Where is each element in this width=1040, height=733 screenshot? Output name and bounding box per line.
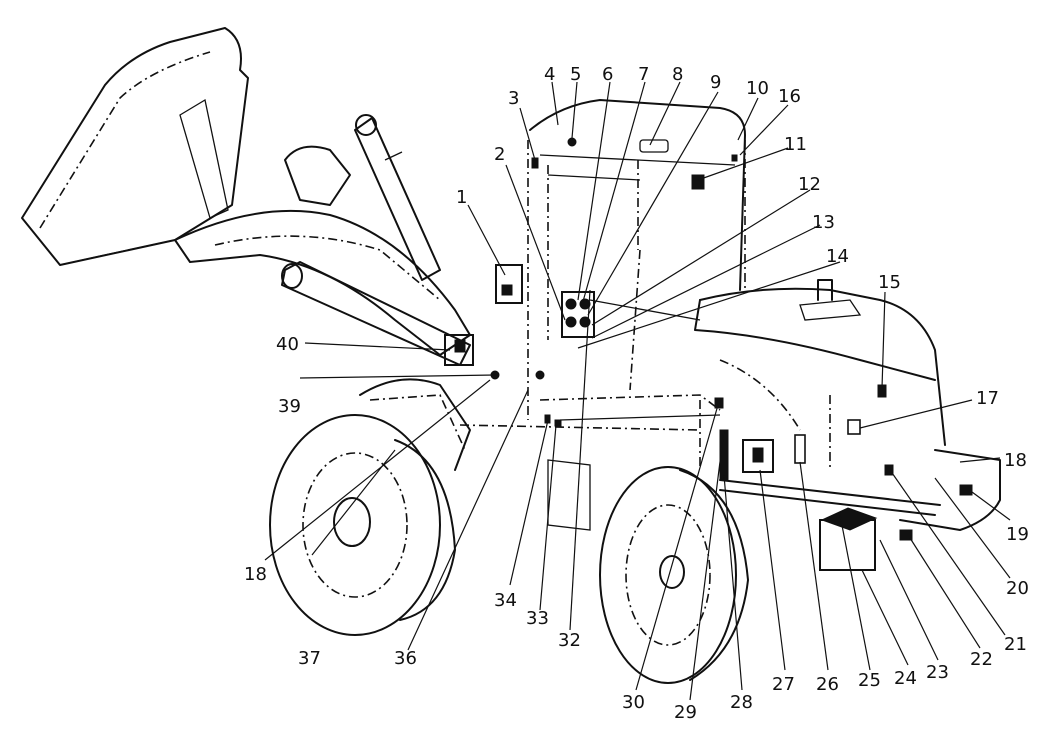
callout-18-right: 18 xyxy=(1004,450,1027,471)
part-30 xyxy=(714,397,724,409)
callout-7: 7 xyxy=(638,64,649,85)
callout-16: 16 xyxy=(778,86,801,107)
callout-32: 32 xyxy=(558,630,581,651)
callout-18-left: 18 xyxy=(244,564,267,585)
callout-40: 40 xyxy=(276,334,299,355)
callout-5: 5 xyxy=(570,64,581,85)
callout-28: 28 xyxy=(730,692,753,713)
front-wheel xyxy=(269,394,466,636)
frame xyxy=(459,299,1001,531)
callout-34: 34 xyxy=(494,590,517,611)
part-21 xyxy=(884,464,894,476)
callout-3: 3 xyxy=(508,88,519,109)
callout-14: 14 xyxy=(826,246,849,267)
callout-36: 36 xyxy=(394,648,417,669)
part-25 xyxy=(820,507,878,531)
callout-19: 19 xyxy=(1006,524,1029,545)
callout-27: 27 xyxy=(772,674,795,695)
part-26 xyxy=(794,434,806,464)
callout-30: 30 xyxy=(622,692,645,713)
callout-labels: 1 2 3 4 5 6 7 8 9 10 11 12 13 14 15 16 1… xyxy=(244,64,1029,723)
callout-6: 6 xyxy=(602,64,613,85)
cab xyxy=(527,99,746,420)
part-12-knob-c xyxy=(565,316,577,328)
callout-33: 33 xyxy=(526,608,549,629)
part-12 xyxy=(561,291,595,338)
callout-15: 15 xyxy=(878,272,901,293)
callout-17: 17 xyxy=(976,388,999,409)
engine-hood xyxy=(694,279,946,470)
callout-1: 1 xyxy=(456,187,467,208)
tilt-cylinder xyxy=(354,114,441,281)
front-fender xyxy=(359,378,471,471)
part-22 xyxy=(899,529,913,541)
callout-2: 2 xyxy=(494,144,505,165)
electrical-parts xyxy=(444,137,973,571)
part-1-inner xyxy=(501,284,513,296)
callout-23: 23 xyxy=(926,662,949,683)
callout-39: 39 xyxy=(278,396,301,417)
callout-12: 12 xyxy=(798,174,821,195)
bucket xyxy=(21,27,249,266)
part-33 xyxy=(554,419,562,427)
callout-9: 9 xyxy=(710,72,721,93)
callout-13: 13 xyxy=(812,212,835,233)
part-39 xyxy=(535,370,545,380)
rear-wheel xyxy=(599,466,749,684)
callout-22: 22 xyxy=(970,649,993,670)
callout-25: 25 xyxy=(858,670,881,691)
callout-20: 20 xyxy=(1006,578,1029,599)
part-17 xyxy=(847,419,861,435)
part-19 xyxy=(959,484,973,496)
callout-8: 8 xyxy=(672,64,683,85)
callout-37: 37 xyxy=(298,648,321,669)
callout-29: 29 xyxy=(674,702,697,723)
part-27-inner xyxy=(752,447,764,463)
part-27 xyxy=(742,439,774,473)
lift-cylinder xyxy=(281,261,471,366)
callout-10: 10 xyxy=(746,78,769,99)
part-11 xyxy=(691,174,705,190)
part-5 xyxy=(567,137,577,147)
part-12-knob-a xyxy=(565,298,577,310)
callout-11: 11 xyxy=(784,134,807,155)
callout-24: 24 xyxy=(894,668,917,689)
callout-21: 21 xyxy=(1004,634,1027,655)
callout-26: 26 xyxy=(816,674,839,695)
part-40-inner xyxy=(454,339,466,353)
callout-4: 4 xyxy=(544,64,555,85)
leader-lines xyxy=(264,81,1011,701)
part-16 xyxy=(731,154,738,162)
part-1 xyxy=(495,264,523,304)
